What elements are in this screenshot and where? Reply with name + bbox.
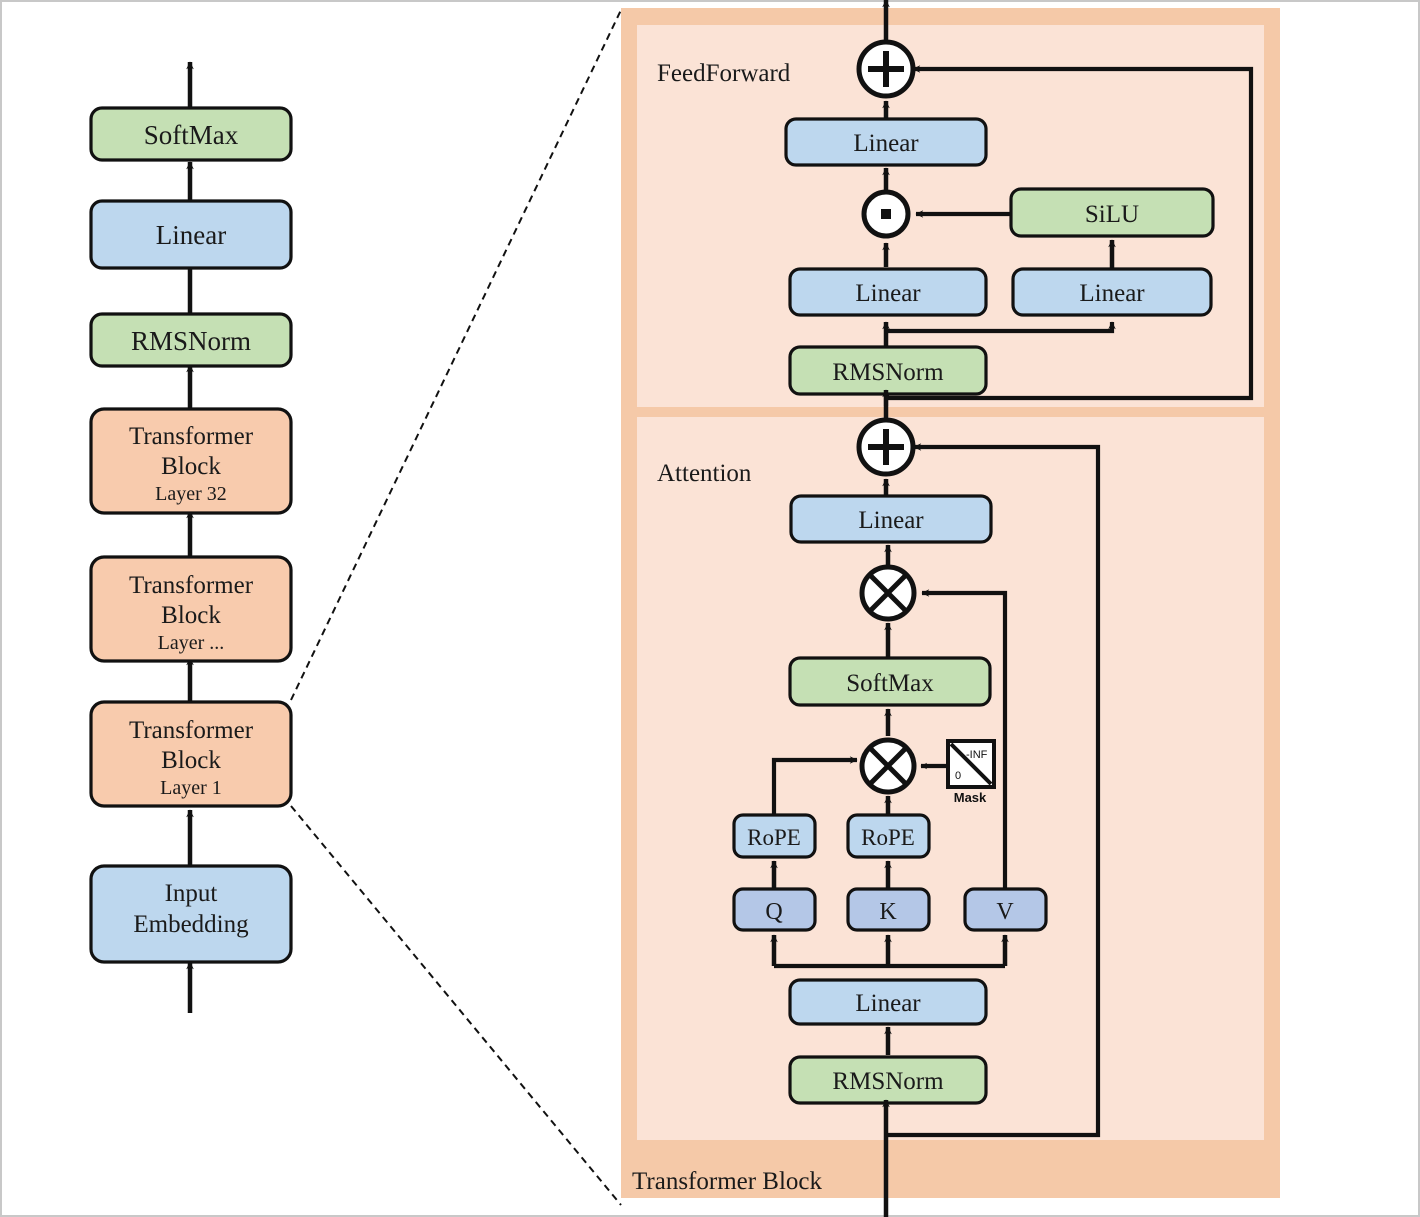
transformer-block-panel-label: Transformer Block <box>632 1168 823 1195</box>
at-linear-out-label: Linear <box>858 507 924 534</box>
left-node-block32-sub: Layer 32 <box>155 483 227 505</box>
at-rope-k-label: RoPE <box>861 825 915 850</box>
attention-add-op <box>856 417 916 477</box>
mask-upper-value: -INF <box>966 749 988 761</box>
ff-linear-out-label: Linear <box>853 130 919 157</box>
arrow-ropeq-to-atmul1 <box>771 756 858 815</box>
left-node-input-embedding-line2: Embedding <box>133 911 249 938</box>
at-linear-qkv-node[interactable]: Linear <box>788 978 988 1026</box>
mask-lower-value: 0 <box>955 770 961 782</box>
attention-mask-icon: 0 -INF Mask <box>946 739 996 805</box>
at-v-label: V <box>996 899 1014 925</box>
at-rope-q-label: RoPE <box>747 825 801 850</box>
attention-qk-multiply-op <box>859 737 917 795</box>
feedforward-elementwise-multiply-op <box>861 189 911 239</box>
attention-section-label: Attention <box>657 460 752 487</box>
left-node-block1-label-line2: Block <box>161 747 221 774</box>
dashed-connector-top <box>290 9 622 701</box>
left-node-block32[interactable]: Transformer Block Layer 32 <box>89 407 293 515</box>
zoom-connector-lines <box>290 9 622 1206</box>
left-node-input-embedding-line1: Input <box>165 880 218 907</box>
feedforward-add-op <box>856 39 916 99</box>
dashed-connector-bottom <box>290 805 622 1206</box>
ff-rmsnorm-label: RMSNorm <box>832 359 944 386</box>
at-q-node[interactable]: Q <box>732 887 817 932</box>
ff-silu-node[interactable]: SiLU <box>1009 187 1215 238</box>
left-node-blockdots-sub: Layer ... <box>158 632 225 654</box>
left-stack-group: SoftMax Linear RMSNorm Transformer Block… <box>89 61 293 1013</box>
at-softmax-node[interactable]: SoftMax <box>788 656 992 707</box>
ff-linear-up-node[interactable]: Linear <box>1011 267 1213 317</box>
at-q-label: Q <box>765 899 782 925</box>
at-linear-out-node[interactable]: Linear <box>789 494 993 544</box>
left-node-rmsnorm[interactable]: RMSNorm <box>89 312 293 368</box>
at-rmsnorm-node[interactable]: RMSNorm <box>788 1055 988 1105</box>
at-rope-k-node[interactable]: RoPE <box>846 813 931 859</box>
attention-scorev-multiply-op <box>859 564 917 622</box>
left-node-block32-label-line1: Transformer <box>129 423 254 450</box>
at-v-node[interactable]: V <box>963 887 1048 932</box>
left-node-block1-label-line1: Transformer <box>129 717 254 744</box>
left-node-block1[interactable]: Transformer Block Layer 1 <box>89 700 293 808</box>
left-node-linear-label: Linear <box>156 220 226 250</box>
left-node-blockdots-label-line1: Transformer <box>129 572 254 599</box>
left-node-block1-sub: Layer 1 <box>160 777 222 799</box>
left-node-softmax-label: SoftMax <box>144 120 239 150</box>
arrow-v-to-atmul2 <box>921 589 1008 888</box>
left-node-blockdots[interactable]: Transformer Block Layer ... <box>89 555 293 663</box>
left-node-softmax[interactable]: SoftMax <box>89 106 293 162</box>
attention-residual-path <box>886 443 1101 1138</box>
feedforward-section-label: FeedForward <box>657 60 791 87</box>
at-softmax-label: SoftMax <box>846 670 934 697</box>
arrow-ffnorm-to-up <box>886 321 1116 334</box>
ff-silu-label: SiLU <box>1085 201 1139 228</box>
at-linear-qkv-label: Linear <box>855 990 921 1017</box>
at-rmsnorm-label: RMSNorm <box>832 1068 944 1095</box>
left-node-input-embedding[interactable]: Input Embedding <box>89 864 293 964</box>
left-node-rmsnorm-label: RMSNorm <box>131 326 251 356</box>
ff-linear-gate-label: Linear <box>855 280 921 307</box>
ff-linear-out-node[interactable]: Linear <box>784 117 988 167</box>
left-node-linear[interactable]: Linear <box>89 199 293 270</box>
mask-label: Mask <box>954 790 987 805</box>
at-k-label: K <box>879 899 897 925</box>
at-rope-q-node[interactable]: RoPE <box>732 813 817 859</box>
dot-glyph <box>881 209 891 219</box>
ff-linear-gate-node[interactable]: Linear <box>788 267 988 317</box>
detail-panel-group: Transformer Block FeedForward Linear <box>621 0 1280 1217</box>
ff-linear-up-label: Linear <box>1079 280 1145 307</box>
left-node-blockdots-label-line2: Block <box>161 602 221 629</box>
at-k-node[interactable]: K <box>846 887 931 932</box>
ff-rmsnorm-node[interactable]: RMSNorm <box>788 345 988 396</box>
left-node-block32-label-line2: Block <box>161 453 221 480</box>
